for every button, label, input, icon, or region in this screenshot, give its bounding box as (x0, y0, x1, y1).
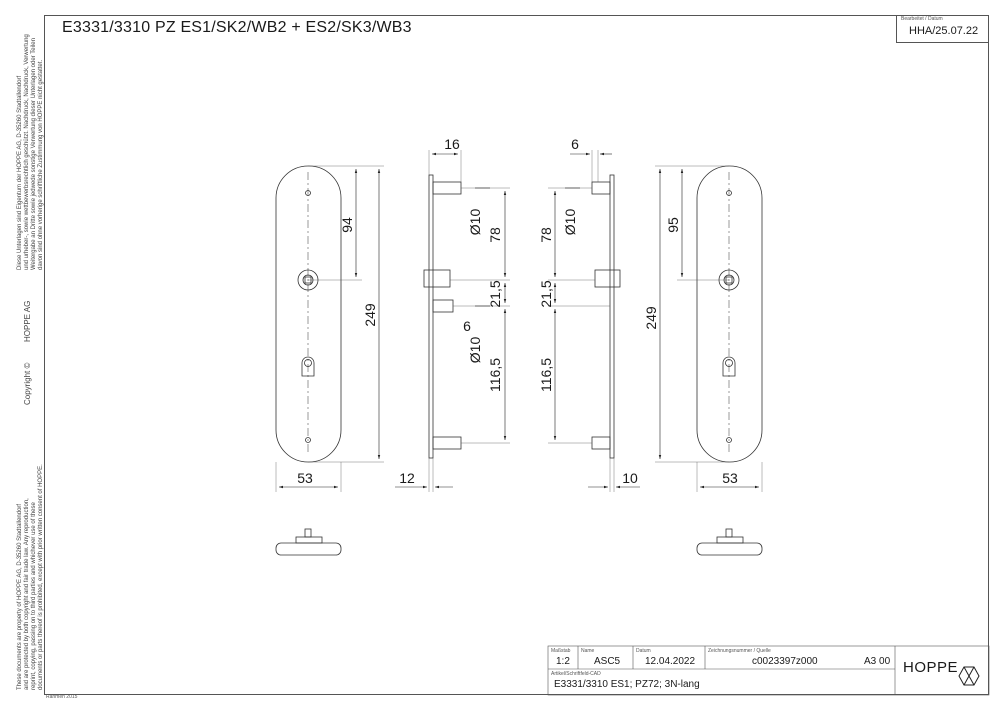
right-bottom-view-plate (696, 542, 763, 556)
right-bottom-screw (726, 437, 732, 443)
left-bottom-screw (305, 437, 311, 443)
title-block-grid (547, 645, 990, 696)
left-side-plate (428, 174, 434, 459)
left-front-plate (275, 165, 342, 463)
name-value: ASC5 (594, 656, 621, 667)
edit-info-value: HHA/25.07.22 (909, 25, 979, 37)
dim-left-plate-to-spindle: 94 (339, 217, 355, 233)
dim-left-plate-height: 249 (362, 303, 378, 327)
right-front-plate (696, 165, 763, 463)
dim-right-bottom: 116,5 (538, 358, 554, 392)
article-value: E3331/3310 ES1; PZ72; 3N-lang (554, 679, 700, 690)
drawing-frame (44, 15, 989, 695)
right-bottom-view-rose (716, 536, 744, 544)
edit-info-box: Bearbeitet / Datum HHA/25.07.22 (896, 15, 989, 43)
left-cylinder-pin (432, 299, 454, 313)
scale-value: 1:2 (556, 656, 570, 667)
left-bottom-sleeve (432, 436, 462, 450)
dim-left-spacing: 78 (487, 227, 503, 243)
format-value: A3 00 (864, 656, 891, 667)
drawing-title: E3331/3310 PZ ES1/SK2/WB2 + ES2/SK3/WB3 (62, 19, 412, 36)
date-value: 12.04.2022 (645, 656, 696, 667)
dim-left-spindle-dia: Ø10 (467, 209, 483, 236)
dim-left-offset: 12 (399, 470, 415, 486)
left-cylinder-core (304, 359, 312, 367)
left-bottom-view-spindle (304, 528, 312, 538)
right-spindle-pin (594, 269, 621, 288)
name-label: Name (581, 648, 595, 654)
article-label: Artikel/Schriftfeld-CAD (551, 671, 601, 677)
left-bottom-view-plate (275, 542, 342, 556)
dim-right-plate-height: 249 (643, 306, 659, 330)
left-top-sleeve (432, 181, 462, 195)
right-side-plate (609, 174, 615, 459)
right-top-screw (726, 190, 732, 196)
drawing-no-label: Zeichnungsnummer / Quelle (708, 648, 771, 654)
hoppe-logo-icon (958, 666, 980, 686)
right-bottom-view-spindle (725, 528, 733, 538)
dim-left-cylinder-width: 6 (463, 318, 471, 334)
dim-left-bottom: 116,5 (487, 358, 503, 392)
dim-right-spacing: 78 (538, 227, 554, 243)
dim-right-plate-to-spindle: 95 (665, 217, 681, 233)
drawing-no-value: c0023397z000 (752, 656, 818, 667)
dim-left-gap: 21,5 (487, 280, 503, 307)
right-cylinder-keyhole (722, 356, 736, 377)
dim-right-offset: 10 (622, 470, 638, 486)
dim-right-spindle-dia: Ø10 (562, 209, 578, 236)
left-spindle-pin (423, 269, 451, 288)
left-cylinder-keyhole (301, 356, 315, 377)
left-top-screw (305, 190, 311, 196)
right-bottom-sleeve (591, 436, 611, 450)
dim-right-gap: 21,5 (538, 280, 554, 307)
date-label: Datum (636, 648, 651, 654)
right-cylinder-core (725, 359, 733, 367)
dim-right-top-width: 6 (571, 136, 579, 152)
dim-left-cylinder-dia: Ø10 (467, 337, 483, 364)
frame-footnote: Rahmen 2015 (46, 694, 78, 700)
scale-label: Maßstab (551, 648, 571, 654)
dim-left-top-width: 16 (444, 136, 460, 152)
left-bottom-view-rose (295, 536, 323, 544)
edit-info-label: Bearbeitet / Datum (901, 16, 943, 22)
hoppe-logo-text: HOPPE (903, 659, 959, 676)
right-top-sleeve (591, 181, 611, 195)
dim-right-plate-width: 53 (722, 470, 738, 486)
dim-left-plate-width: 53 (297, 470, 313, 486)
